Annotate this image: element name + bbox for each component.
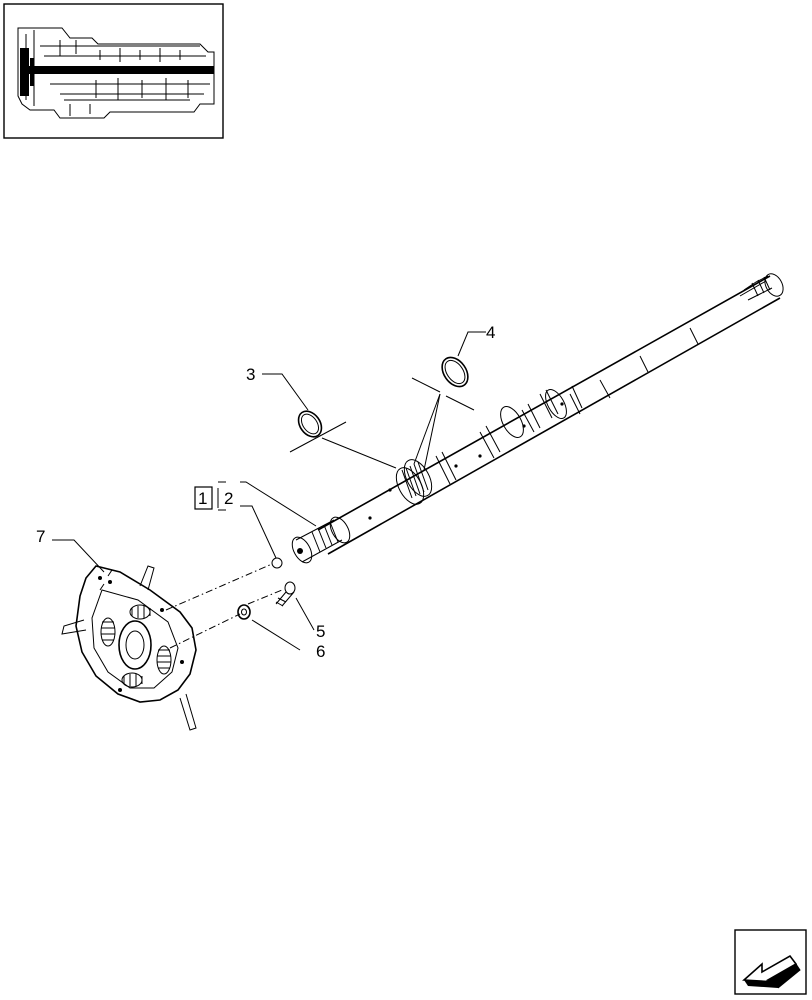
ball-2[interactable] xyxy=(271,557,283,569)
callout-4[interactable]: 4 xyxy=(486,323,495,342)
callout-5[interactable]: 5 xyxy=(316,622,325,641)
shaft xyxy=(291,273,784,564)
callout-3[interactable]: 3 xyxy=(246,365,255,384)
o-ring-4[interactable] xyxy=(437,353,473,392)
bolt-5[interactable] xyxy=(275,581,296,607)
callout-1[interactable]: 1 xyxy=(194,486,213,510)
transmission-locator-icon[interactable] xyxy=(3,3,224,139)
svg-text:1: 1 xyxy=(198,489,207,508)
washer-6[interactable] xyxy=(237,604,251,620)
damper-plate-7[interactable] xyxy=(61,565,197,731)
leader-lines xyxy=(52,331,486,651)
callout-7[interactable]: 7 xyxy=(36,527,45,546)
assembly-guides xyxy=(289,377,475,471)
callout-2[interactable]: 2 xyxy=(224,489,233,508)
o-ring-3[interactable] xyxy=(294,407,326,441)
callout-6[interactable]: 6 xyxy=(316,642,325,661)
return-arrow-icon[interactable] xyxy=(734,929,807,995)
alignment-lines xyxy=(165,563,283,649)
